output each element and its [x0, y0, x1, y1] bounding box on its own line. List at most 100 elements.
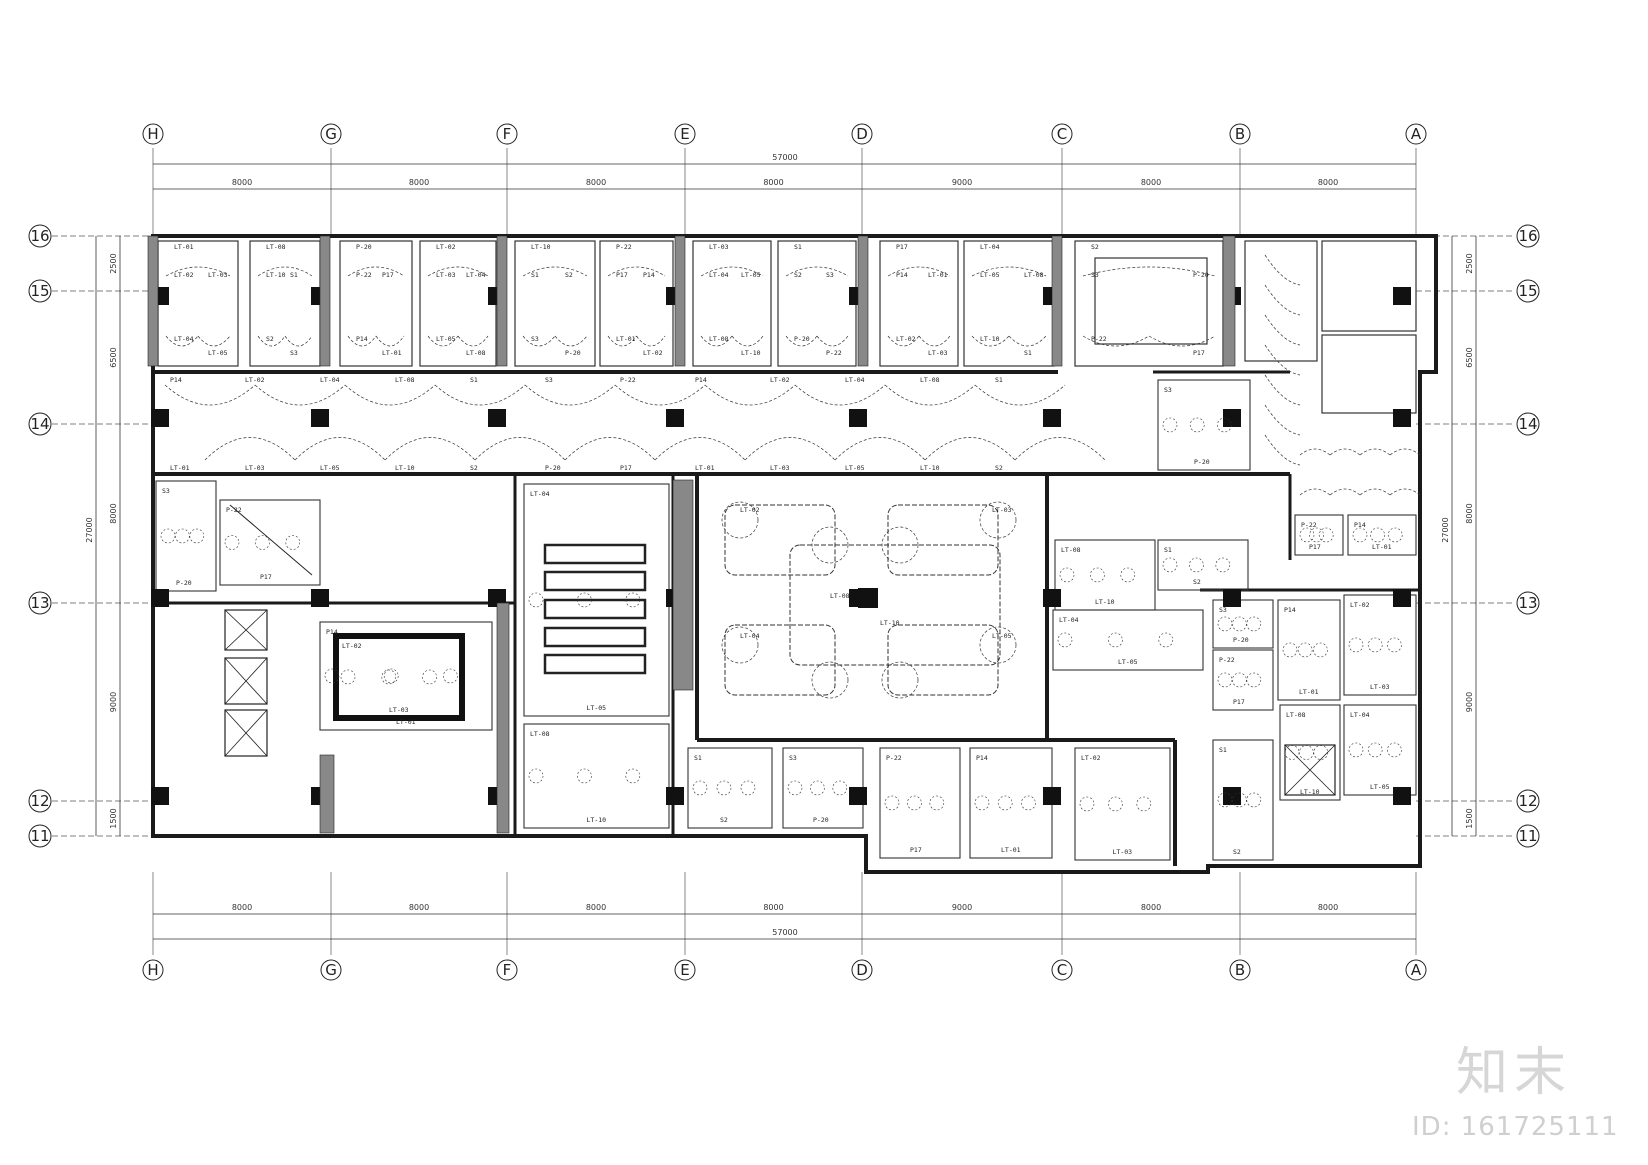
axis-label: G: [325, 125, 337, 143]
fixture-label: S1: [794, 243, 802, 251]
circuit-loop: [1370, 527, 1385, 543]
hatched-wall: [496, 602, 510, 834]
structural-column: [488, 409, 506, 427]
circuit-arc: [1082, 266, 1216, 277]
structural-column: [1043, 589, 1061, 607]
fixture-label: LT-10: [741, 349, 761, 357]
circuit-loop: [1232, 616, 1247, 632]
axis-bubble: [1516, 412, 1540, 436]
circuit-arc: [347, 335, 377, 347]
circuit-arc: [204, 437, 296, 461]
fixture-label: P14: [1284, 606, 1296, 614]
circuit-loop: [528, 592, 544, 608]
fixture-label: LT-08: [395, 376, 415, 384]
circuit-loop: [907, 795, 922, 811]
fixture-label: LT-01: [616, 335, 636, 343]
interior-room: [1343, 594, 1417, 696]
circuit-loop: [1246, 672, 1262, 688]
circuit-arc: [1264, 374, 1301, 406]
dimension-lines: [52, 148, 1515, 955]
fixture-label: LT-05: [320, 464, 340, 472]
fixture-label: LT-03: [928, 349, 948, 357]
circuit-loop: [1108, 632, 1123, 648]
fixture-label: LT-01: [382, 349, 402, 357]
fixture-label: LT-05: [980, 271, 1000, 279]
fixture-label: P-22: [1301, 521, 1317, 529]
circuit-arc: [474, 437, 566, 461]
elevator: [224, 657, 268, 705]
fixture-label: S1: [531, 271, 539, 279]
fixture-label: P17: [382, 271, 394, 279]
axis-bubble: [851, 123, 873, 145]
circuit-arc: [165, 266, 231, 277]
watermark-id: ID: 161725111: [1412, 1112, 1619, 1142]
circuit-arc: [834, 437, 926, 461]
lobby-ceiling-panel: [724, 504, 836, 576]
fixture-label: LT-05: [741, 271, 761, 279]
elevator-cross: [224, 657, 268, 705]
circuit-arc: [1082, 335, 1150, 347]
circuit-arc: [1299, 488, 1331, 496]
axis-label: 15: [30, 282, 49, 300]
office-room: [879, 240, 959, 367]
circuit-loop: [1162, 557, 1178, 573]
circuit-arc: [1329, 488, 1361, 496]
circuit-loop: [1282, 642, 1298, 658]
fixture-label: P14: [643, 271, 655, 279]
fixture-label: P14: [326, 628, 338, 636]
circuit-loop: [1189, 417, 1205, 433]
interior-room: [879, 747, 961, 859]
circuit-loop: [1299, 527, 1315, 543]
watermark-brand: 知末: [1456, 1043, 1573, 1103]
circuit-arc: [785, 266, 849, 277]
circuit-arc: [1264, 404, 1301, 436]
fixture-label: S2: [1233, 848, 1241, 856]
axis-bubble: [496, 123, 518, 145]
circuit-arc: [165, 335, 199, 347]
fixture-label: LT-08: [1024, 271, 1044, 279]
circuit-arc: [197, 335, 231, 347]
circuit-loop: [929, 795, 945, 811]
axis-label: 13: [1518, 594, 1537, 612]
axis-label: 11: [1518, 827, 1537, 845]
structural-column: [1223, 589, 1241, 607]
fixture-label: LT-02: [342, 642, 362, 650]
fixture-label: LT-05: [436, 335, 456, 343]
elevator: [224, 609, 268, 651]
hatched-wall: [496, 235, 508, 367]
fixture-label: LT-10: [531, 243, 551, 251]
axis-label: 13: [30, 594, 49, 612]
fixture-label: S1: [290, 271, 298, 279]
axis-bubble: [320, 123, 342, 145]
fixture-label: P17: [260, 573, 272, 581]
interior-room: [155, 480, 217, 592]
circuit-loop: [1246, 616, 1262, 632]
fixture-label: LT-03: [1113, 848, 1133, 856]
office-room: [157, 240, 239, 367]
axis-label: A: [1411, 125, 1422, 143]
total-width-dim: 57000: [772, 928, 797, 937]
fixture-label: LT-02: [245, 376, 265, 384]
circuit-loop: [381, 669, 397, 685]
fixture-label: S1: [1219, 746, 1227, 754]
fixture-label: LT-04: [709, 271, 729, 279]
segment-dim: 8000: [586, 178, 606, 187]
segment-dim: 8000: [763, 178, 783, 187]
circuit-arc: [427, 266, 489, 277]
circuit-loop: [1057, 632, 1073, 648]
fixture-label: P14: [695, 376, 707, 384]
fixture-label: LT-01: [1372, 543, 1392, 551]
fixture-label: S3: [1219, 606, 1227, 614]
hatched-wall: [1222, 235, 1236, 367]
circuit-arc: [457, 335, 489, 347]
circuit-arc: [1264, 254, 1301, 286]
circuit-loop: [340, 669, 356, 685]
interior-room: [1277, 599, 1341, 701]
fixture-label: P17: [1309, 543, 1321, 551]
circuit-loop: [787, 780, 803, 796]
circuit-loop: [979, 626, 1017, 664]
circuit-loop: [1090, 567, 1105, 583]
row-dim: 2500: [1465, 253, 1474, 273]
fixture-label: LT-01: [396, 718, 416, 726]
